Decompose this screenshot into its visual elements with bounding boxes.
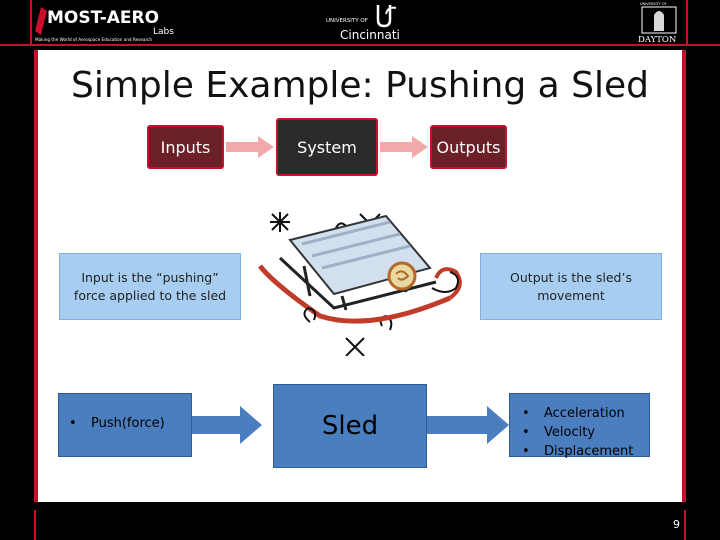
header-underline bbox=[0, 44, 720, 46]
most-aero-logo: MOST-AERO Labs Making the World of Aeros… bbox=[35, 7, 174, 42]
input-item-label: Push(force) bbox=[91, 416, 165, 431]
header-bar: MOST-AERO Labs Making the World of Aeros… bbox=[0, 0, 720, 46]
sled-system-box: Sled bbox=[273, 384, 427, 468]
outputs-box: Outputs bbox=[430, 125, 507, 169]
uc-top-text: UNIVERSITY OF bbox=[326, 18, 368, 24]
uc-logo: UNIVERSITY OF Cincinnati bbox=[326, 5, 400, 42]
logo-most-text: MOST-AERO bbox=[47, 8, 159, 28]
inputs-box: Inputs bbox=[147, 125, 224, 169]
output-item-acceleration: •Acceleration bbox=[522, 406, 625, 421]
input-item: • Push(force) bbox=[69, 416, 165, 431]
output-item-velocity: •Velocity bbox=[522, 425, 595, 440]
system-label: System bbox=[297, 137, 357, 157]
arrow-system-to-outputs bbox=[380, 136, 428, 158]
inputs-label: Inputs bbox=[160, 137, 211, 157]
footer-divider-right bbox=[684, 510, 686, 540]
output-note: Output is the sled’s movement bbox=[480, 253, 662, 320]
outputs-list: •Acceleration •Velocity •Displacement bbox=[522, 404, 633, 461]
footer-divider-left bbox=[34, 510, 36, 540]
sled-illustration bbox=[258, 212, 462, 356]
sled-system-label: Sled bbox=[321, 411, 379, 441]
arrow-sled-to-outputs bbox=[427, 406, 509, 444]
input-item-box: • Push(force) bbox=[58, 393, 192, 457]
slide-title: Simple Example: Pushing a Sled bbox=[70, 65, 650, 106]
system-box: System bbox=[276, 118, 378, 176]
arrow-input-to-sled bbox=[192, 406, 262, 444]
header-divider-left bbox=[30, 0, 32, 44]
ud-name-text: DAYTON bbox=[638, 35, 677, 43]
logo-labs-text: Labs bbox=[153, 27, 174, 37]
page-number: 9 bbox=[673, 518, 680, 531]
ud-top-text: UNIVERSITY OF bbox=[640, 2, 667, 6]
uc-name-text: Cincinnati bbox=[340, 28, 400, 42]
input-note: Input is the “pushing” force applied to … bbox=[59, 253, 241, 320]
output-item-displacement: •Displacement bbox=[522, 444, 634, 459]
outputs-label: Outputs bbox=[436, 137, 501, 157]
header-divider-right bbox=[686, 0, 688, 44]
outputs-list-box: •Acceleration •Velocity •Displacement bbox=[509, 393, 650, 459]
logo-tagline-text: Making the World of Aerospace Education … bbox=[35, 37, 152, 42]
arrow-inputs-to-system bbox=[226, 136, 274, 158]
input-item-bullet: • bbox=[69, 416, 77, 431]
dayton-logo: UNIVERSITY OF DAYTON bbox=[638, 2, 677, 43]
